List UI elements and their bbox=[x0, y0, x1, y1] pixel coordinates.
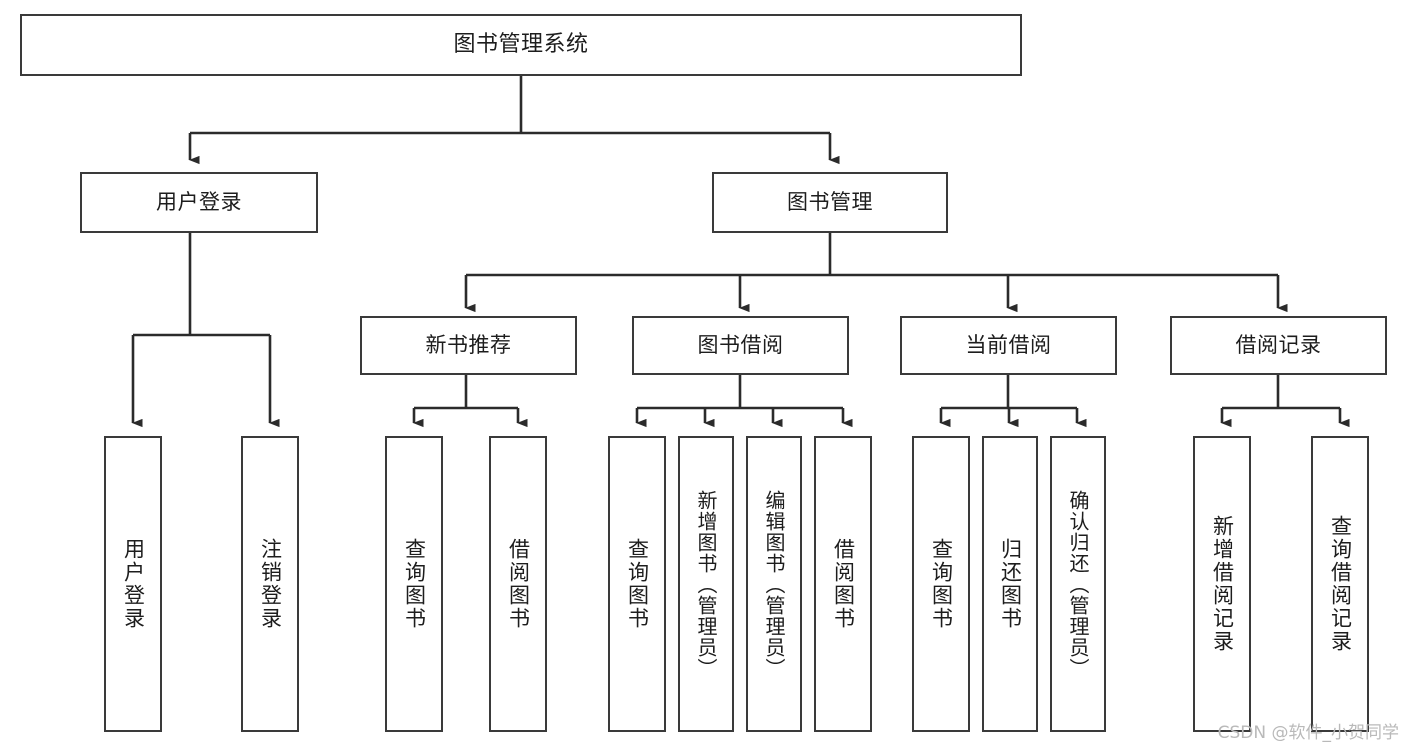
leaf-user-login-signin[interactable]: 用户登录 bbox=[104, 436, 162, 732]
node-label: 借阅记录 bbox=[1235, 333, 1322, 358]
node-label: 用户登录 bbox=[156, 190, 242, 215]
node-root-system[interactable]: 图书管理系统 bbox=[20, 14, 1022, 76]
leaf-book-borrow-borrow[interactable]: 借阅图书 bbox=[814, 436, 872, 732]
node-label: 归还图书 bbox=[998, 538, 1023, 630]
node-label: 查询借阅记录 bbox=[1328, 515, 1353, 653]
node-borrow-record[interactable]: 借阅记录 bbox=[1170, 316, 1387, 375]
node-label: 查询图书 bbox=[625, 538, 650, 630]
node-label: 借阅图书 bbox=[506, 538, 531, 630]
node-current-borrow[interactable]: 当前借阅 bbox=[900, 316, 1117, 375]
node-user-login[interactable]: 用户登录 bbox=[80, 172, 318, 233]
node-label: 图书管理系统 bbox=[453, 32, 589, 58]
node-label: 用户登录 bbox=[121, 538, 146, 630]
node-label: 新增借阅记录 bbox=[1210, 515, 1235, 653]
leaf-book-borrow-edit[interactable]: 编辑图书（管理员） bbox=[746, 436, 802, 732]
node-label: 注销登录 bbox=[258, 538, 283, 630]
leaf-borrow-record-add[interactable]: 新增借阅记录 bbox=[1193, 436, 1251, 732]
node-label: 查询图书 bbox=[402, 538, 427, 630]
leaf-new-book-query[interactable]: 查询图书 bbox=[385, 436, 443, 732]
node-label: 新增图书（管理员） bbox=[694, 489, 718, 679]
node-label: 新书推荐 bbox=[425, 333, 512, 358]
node-label: 图书管理 bbox=[787, 190, 873, 215]
leaf-current-borrow-confirm-return[interactable]: 确认归还（管理员） bbox=[1050, 436, 1106, 732]
node-book-management[interactable]: 图书管理 bbox=[712, 172, 948, 233]
leaf-user-login-signout[interactable]: 注销登录 bbox=[241, 436, 299, 732]
leaf-borrow-record-query[interactable]: 查询借阅记录 bbox=[1311, 436, 1369, 732]
node-new-book-recommend[interactable]: 新书推荐 bbox=[360, 316, 577, 375]
node-label: 借阅图书 bbox=[831, 538, 856, 630]
node-label: 查询图书 bbox=[929, 538, 954, 630]
leaf-current-borrow-query[interactable]: 查询图书 bbox=[912, 436, 970, 732]
leaf-book-borrow-query[interactable]: 查询图书 bbox=[608, 436, 666, 732]
leaf-book-borrow-add[interactable]: 新增图书（管理员） bbox=[678, 436, 734, 732]
node-label: 当前借阅 bbox=[965, 333, 1052, 358]
node-book-borrow[interactable]: 图书借阅 bbox=[632, 316, 849, 375]
csdn-watermark: CSDN @软件_小贺同学 bbox=[1217, 723, 1399, 743]
leaf-current-borrow-return[interactable]: 归还图书 bbox=[982, 436, 1038, 732]
node-label: 确认归还（管理员） bbox=[1066, 489, 1090, 679]
node-label: 图书借阅 bbox=[697, 333, 784, 358]
node-label: 编辑图书（管理员） bbox=[762, 489, 786, 679]
leaf-new-book-borrow[interactable]: 借阅图书 bbox=[489, 436, 547, 732]
